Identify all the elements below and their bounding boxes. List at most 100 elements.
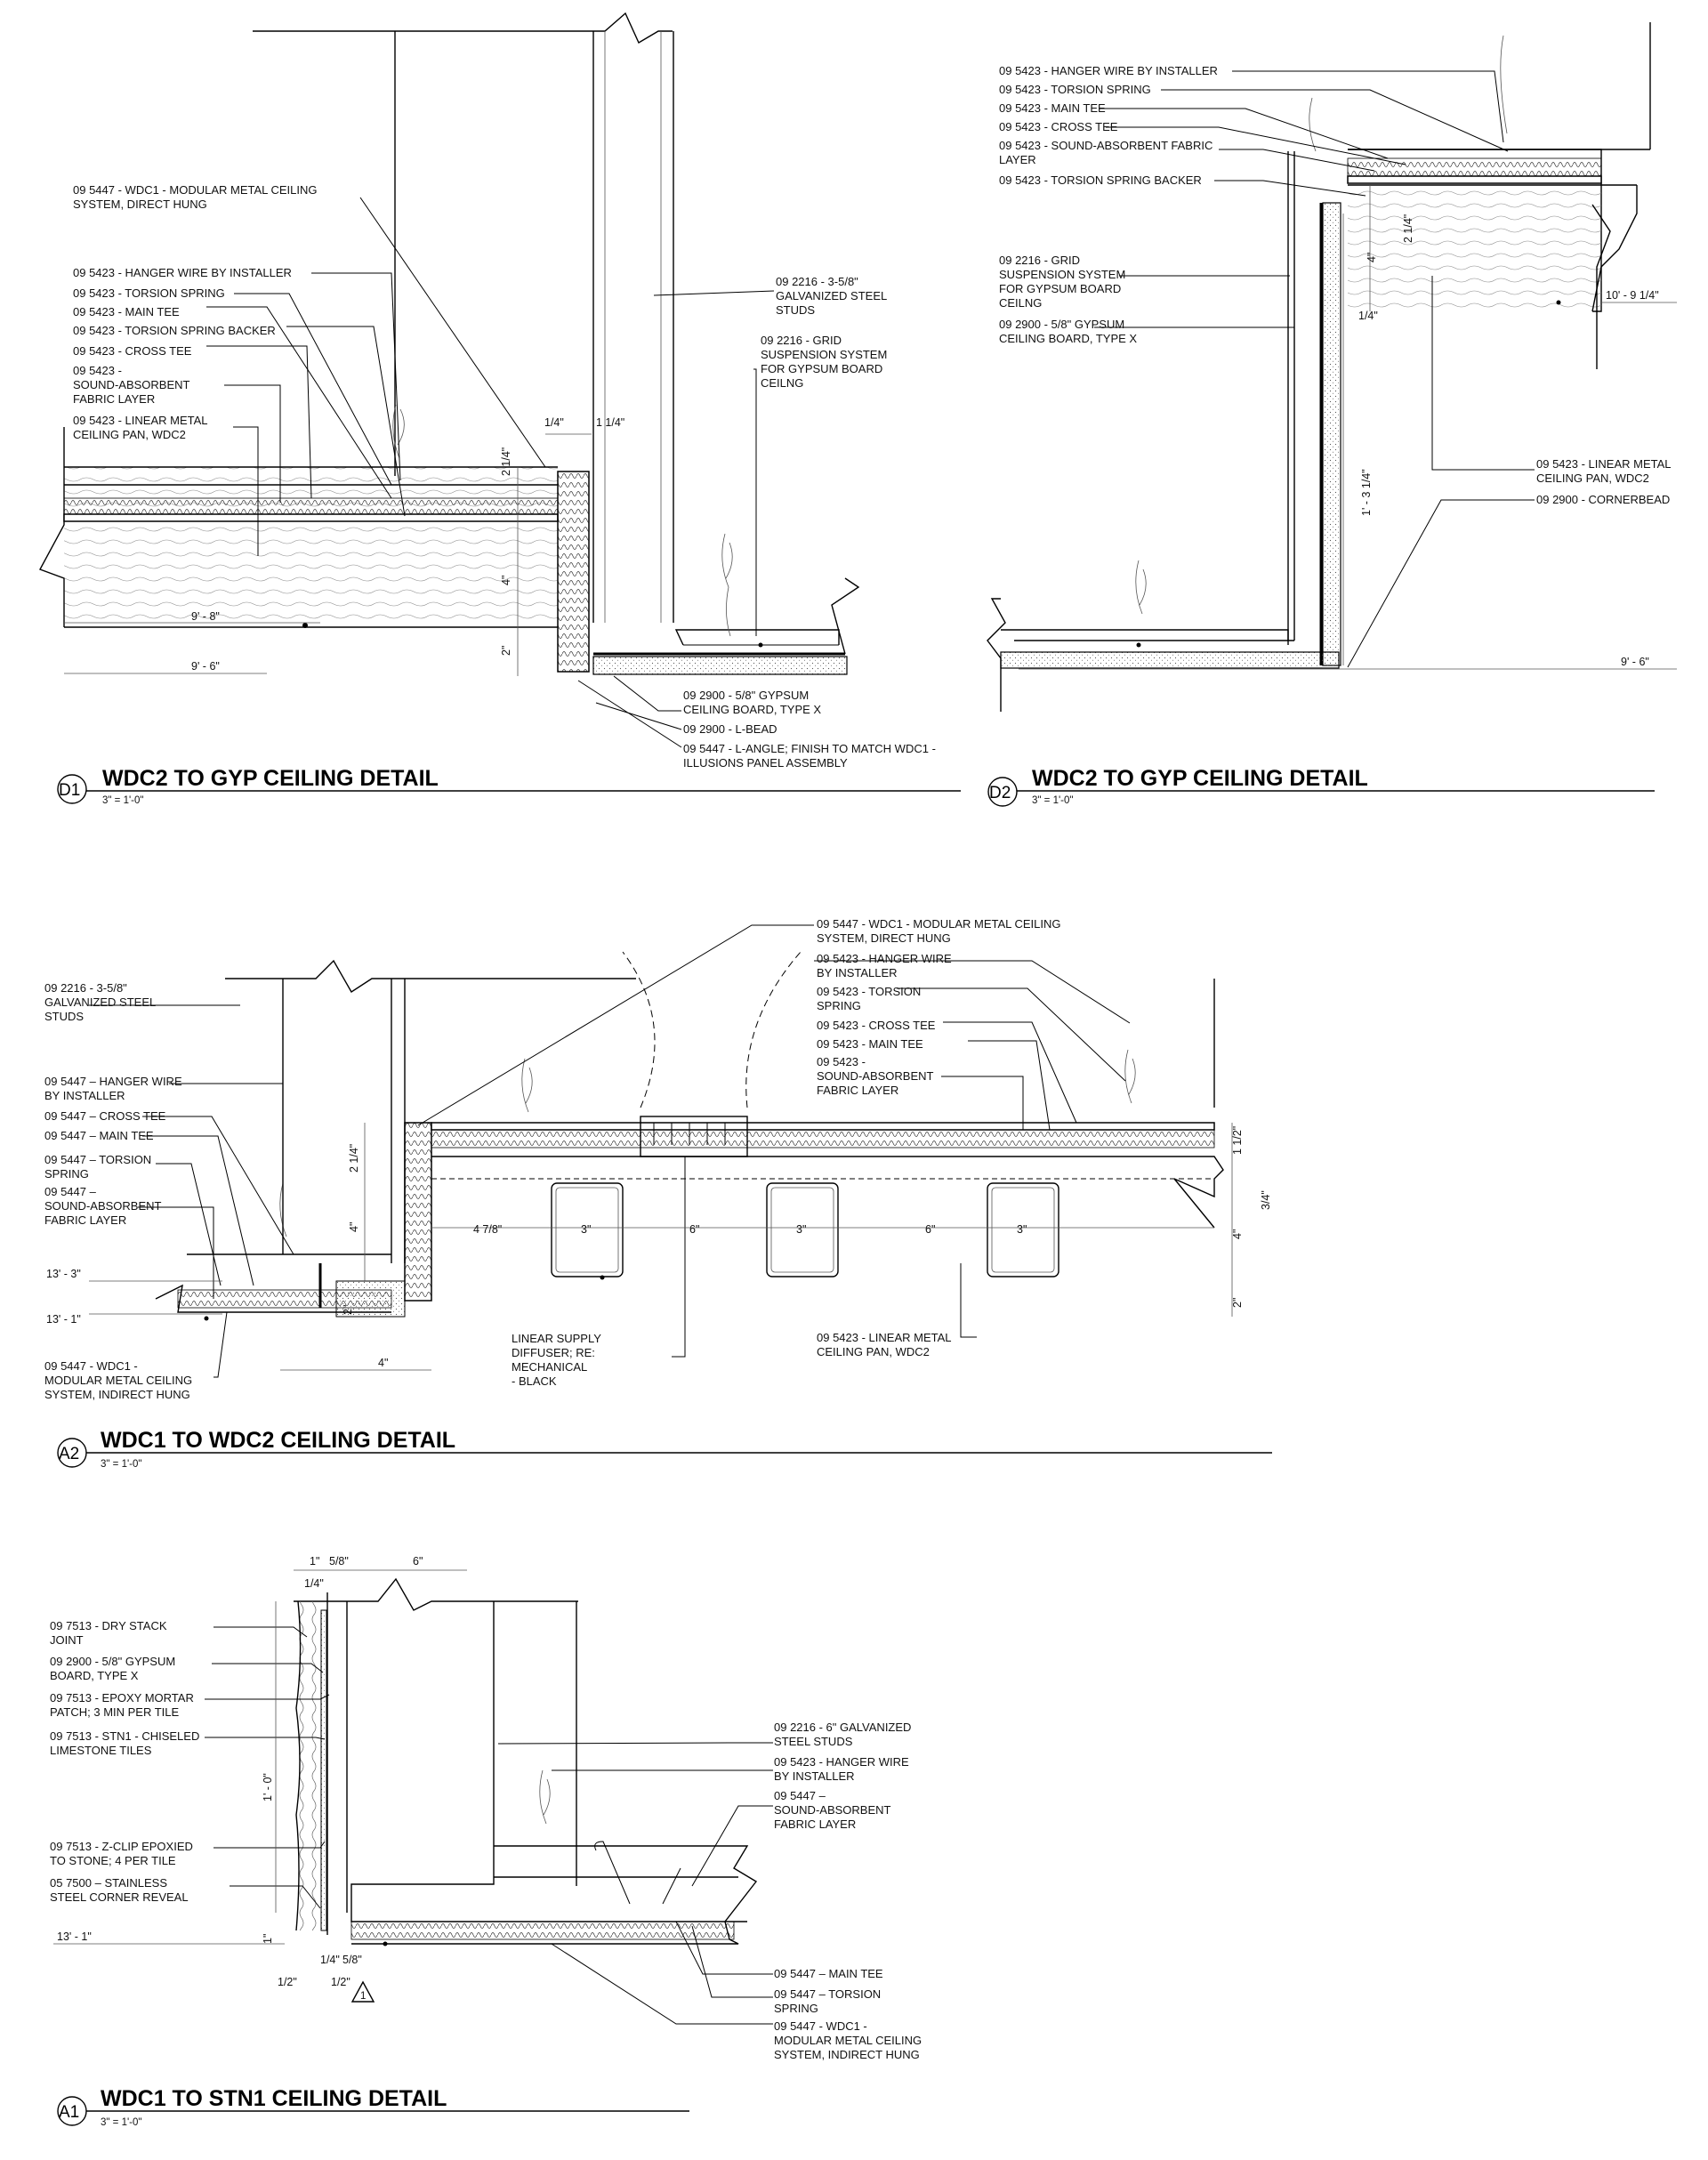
label: MODULAR METAL CEILING	[774, 2034, 922, 2047]
detail-scale: 3" = 1'-0"	[101, 1459, 141, 1470]
label: BY INSTALLER	[44, 1089, 125, 1102]
label: 09 5423 - LINEAR METAL	[1536, 457, 1672, 471]
label: CEILING PAN, WDC2	[73, 428, 186, 441]
label: 09 2900 - CORNERBEAD	[1536, 493, 1670, 506]
dim: 3"	[581, 1223, 591, 1236]
detail-a1: 1" 5/8" 6" 1/4" 1' - 0" 1" 13' - 1" 1/4"…	[50, 1555, 922, 2128]
label: 09 5423 - HANGER WIRE	[817, 952, 952, 965]
label: 09 5423 - TORSION SPRING BACKER	[999, 173, 1202, 187]
label: 09 2900 - 5/8" GYPSUM	[683, 689, 809, 702]
label: 09 2900 - 5/8" GYPSUM	[999, 318, 1124, 331]
label: 09 5447 –	[774, 1789, 826, 1802]
label: 09 5423 - TORSION SPRING	[999, 83, 1151, 96]
label: ILLUSIONS PANEL ASSEMBLY	[683, 756, 848, 770]
dim: 9' - 6"	[191, 660, 220, 673]
detail-scale: 3" = 1'-0"	[101, 2117, 141, 2128]
label: 09 5447 - WDC1 -	[774, 2019, 867, 2033]
section-mark: 1	[360, 1991, 366, 2002]
dim: 3/4"	[1260, 1190, 1272, 1210]
label: STUDS	[776, 303, 815, 317]
dim: 13' - 3"	[46, 1268, 81, 1280]
detail-tag: A2	[59, 1445, 79, 1463]
label: 05 7500 – STAINLESS	[50, 1876, 167, 1890]
label: 09 5423 - TORSION	[817, 985, 921, 998]
label: SPRING	[817, 999, 861, 1012]
dim: 13' - 1"	[57, 1930, 92, 1943]
detail-tag: A1	[59, 2103, 79, 2122]
label: 09 5447 - WDC1 - MODULAR METAL CEILING	[73, 183, 318, 197]
label: FABRIC LAYER	[774, 1817, 856, 1831]
detail-tag: D2	[989, 784, 1011, 802]
label: JOINT	[50, 1633, 84, 1647]
label: BY INSTALLER	[774, 1769, 855, 1783]
detail-d1: 1/4" 1 1/4" 2 1/4" 4" 2" 9' - 8" 9' - 6"…	[39, 12, 961, 806]
label: FOR GYPSUM BOARD	[761, 362, 882, 375]
detail-d2: 2 1/4" 4" 1/4" 1' - 3 1/4" 10' - 9 1/4" …	[987, 22, 1677, 807]
dim: 1 1/2"	[1231, 1126, 1244, 1155]
label: MODULAR METAL CEILING	[44, 1374, 192, 1387]
detail-title: WDC1 TO STN1 CEILING DETAIL	[101, 2086, 447, 2111]
label: PATCH; 3 MIN PER TILE	[50, 1705, 180, 1719]
detail-title: WDC2 TO GYP CEILING DETAIL	[1032, 766, 1368, 791]
label: STEEL STUDS	[774, 1735, 853, 1748]
label: 09 5447 - WDC1 -	[44, 1359, 138, 1373]
label: 09 5447 – TORSION	[44, 1153, 151, 1166]
label: DIFFUSER; RE:	[512, 1346, 595, 1359]
label: 09 7513 - DRY STACK	[50, 1619, 167, 1632]
label: SOUND-ABSORBENT	[44, 1199, 162, 1213]
dim: 1/4"	[320, 1954, 340, 1966]
label: CEILING BOARD, TYPE X	[999, 332, 1137, 345]
label: - BLACK	[512, 1374, 557, 1388]
label: 09 5423 - MAIN TEE	[999, 101, 1106, 115]
dim: 1"	[262, 1934, 274, 1944]
label: 09 5447 – MAIN TEE	[44, 1129, 154, 1142]
label: TO STONE; 4 PER TILE	[50, 1854, 176, 1867]
label: 09 5447 - WDC1 - MODULAR METAL CEILING	[817, 917, 1061, 931]
label: GALVANIZED STEEL	[44, 995, 156, 1009]
label: 09 5423 - LINEAR METAL	[73, 414, 208, 427]
label: SYSTEM, DIRECT HUNG	[73, 197, 207, 211]
dim: 3"	[796, 1223, 806, 1236]
detail-title: WDC1 TO WDC2 CEILING DETAIL	[101, 1428, 455, 1453]
label: 09 5423 - CROSS TEE	[817, 1019, 936, 1032]
label: FABRIC LAYER	[817, 1084, 898, 1097]
label: GALVANIZED STEEL	[776, 289, 887, 302]
label: 09 5423 - LINEAR METAL	[817, 1331, 952, 1344]
label: CEILING BOARD, TYPE X	[683, 703, 821, 716]
label: 09 5423 -	[817, 1055, 866, 1068]
label: STUDS	[44, 1010, 84, 1023]
label: 09 5423 - HANGER WIRE BY INSTALLER	[999, 64, 1218, 77]
dim: 1/2"	[331, 1976, 350, 1988]
dim: 2 1/4"	[500, 447, 512, 476]
dim: 1' - 3 1/4"	[1360, 469, 1373, 516]
label: CEILING PAN, WDC2	[1536, 471, 1649, 485]
dim: 2 1/4"	[1402, 214, 1414, 243]
label: 09 2216 - 3-5/8"	[44, 981, 127, 995]
label: 09 5447 – HANGER WIRE	[44, 1075, 182, 1088]
label: 09 5423 - HANGER WIRE BY INSTALLER	[73, 266, 292, 279]
label: 09 5423 -	[73, 364, 122, 377]
dim: 1 1/4"	[596, 416, 624, 429]
label: LAYER	[999, 153, 1036, 166]
label: 09 5423 - HANGER WIRE	[774, 1755, 909, 1769]
label: LINEAR SUPPLY	[512, 1332, 601, 1345]
dim: 4"	[378, 1357, 388, 1369]
label: SYSTEM, INDIRECT HUNG	[774, 2048, 920, 2061]
label: FABRIC LAYER	[44, 1213, 126, 1227]
dim: 6"	[689, 1223, 699, 1236]
label: SOUND-ABSORBENT	[774, 1803, 891, 1817]
label: 09 5423 - MAIN TEE	[73, 305, 180, 318]
dim: 3"	[1017, 1223, 1027, 1236]
label: FOR GYPSUM BOARD	[999, 282, 1121, 295]
dim: 1/2"	[278, 1976, 297, 1988]
label: SPRING	[44, 1167, 89, 1181]
label: 09 2216 - GRID	[999, 254, 1080, 267]
label: 09 5423 - TORSION SPRING BACKER	[73, 324, 276, 337]
label: 09 2216 - GRID	[761, 334, 842, 347]
label: SUSPENSION SYSTEM	[761, 348, 887, 361]
label: SUSPENSION SYSTEM	[999, 268, 1125, 281]
label: 09 5447 –	[44, 1185, 97, 1198]
label: CEILING PAN, WDC2	[817, 1345, 930, 1358]
label: LIMESTONE TILES	[50, 1744, 152, 1757]
